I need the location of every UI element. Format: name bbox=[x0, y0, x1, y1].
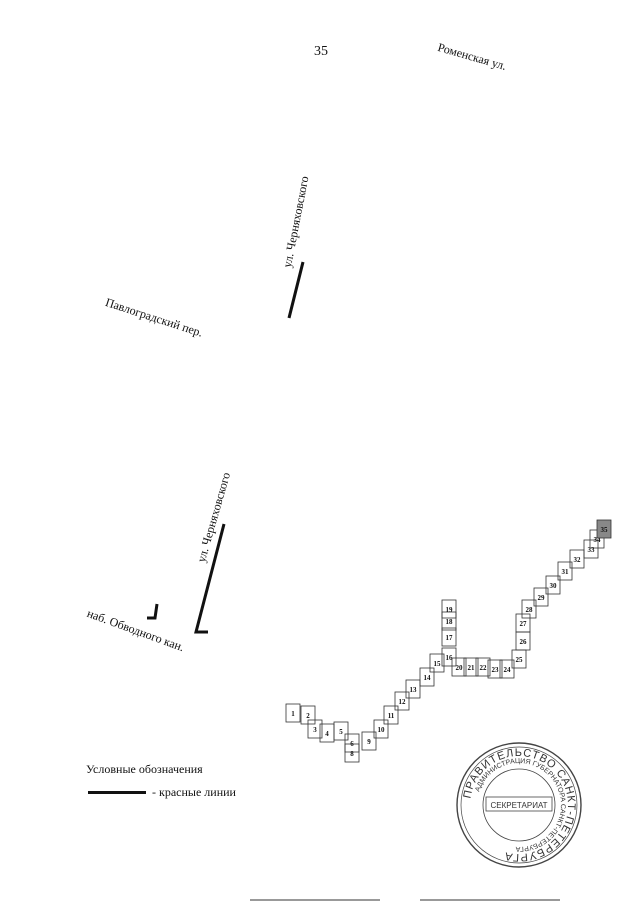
plot-tile-24: 24 bbox=[499, 659, 515, 679]
plot-tile-11: 11 bbox=[383, 705, 399, 725]
plot-tile-31: 31 bbox=[557, 561, 573, 581]
legend-label-red-lines: - красные линии bbox=[152, 785, 236, 799]
plot-tile-label: 18 bbox=[446, 618, 454, 626]
plot-tile-label: 13 bbox=[410, 686, 418, 694]
plot-tile-label: 34 bbox=[594, 536, 602, 544]
plot-tile-35: 35 bbox=[596, 519, 612, 539]
plot-tile-label: 26 bbox=[520, 638, 528, 646]
plot-tile-label: 3 bbox=[313, 726, 317, 734]
seal-stamp: ПРАВИТЕЛЬСТВО САНКТ-ПЕТЕРБУРГА АДМИНИСТР… bbox=[456, 742, 582, 868]
red-line-chernyakhovskogo-top bbox=[287, 261, 305, 319]
plot-tile-26: 26 bbox=[515, 631, 531, 651]
legend-title: Условные обозначения bbox=[86, 762, 203, 776]
plot-tile-label: 33 bbox=[588, 546, 596, 554]
legend-item-red-lines: - красные линии bbox=[88, 785, 236, 800]
plot-tile-1: 1 bbox=[285, 703, 301, 723]
plot-tile-label: 9 bbox=[367, 738, 371, 746]
plot-tile-15: 15 bbox=[429, 653, 445, 673]
plot-tile-10: 10 bbox=[373, 719, 389, 739]
red-line-chernyakhovskogo-bottom bbox=[194, 523, 226, 634]
plot-tile-label: 15 bbox=[434, 660, 442, 668]
plot-tile-label: 10 bbox=[378, 726, 386, 734]
plot-tile-16: 16 bbox=[441, 647, 457, 667]
plot-tile-label: 28 bbox=[526, 606, 534, 614]
plot-tile-label: 23 bbox=[492, 666, 500, 674]
plot-tile-33: 33 bbox=[583, 539, 599, 559]
plot-tile-20: 20 bbox=[451, 657, 467, 677]
legend-line-symbol bbox=[88, 791, 146, 794]
plot-tile-23: 23 bbox=[487, 659, 503, 679]
svg-text:СЕКРЕТАРИАТ: СЕКРЕТАРИАТ bbox=[490, 801, 547, 810]
plot-tile-27: 27 bbox=[515, 613, 531, 633]
plot-tile-label: 35 bbox=[601, 526, 609, 534]
plot-tile-label: 12 bbox=[399, 698, 407, 706]
plot-tile-8: 8 bbox=[344, 743, 360, 763]
plot-tile-12: 12 bbox=[394, 691, 410, 711]
plot-tile-label: 31 bbox=[562, 568, 570, 576]
plot-tile-28: 28 bbox=[521, 599, 537, 619]
plot-tile-label: 5 bbox=[339, 728, 343, 736]
plot-tile-label: 1 bbox=[291, 710, 295, 718]
plot-tile-label: 8 bbox=[350, 750, 354, 758]
plot-tile-18: 18 bbox=[441, 611, 457, 631]
plot-tile-label: 25 bbox=[516, 656, 524, 664]
plot-tile-label: 30 bbox=[550, 582, 558, 590]
plot-tile-22: 22 bbox=[475, 657, 491, 677]
plot-tile-label: 29 bbox=[538, 594, 546, 602]
plot-tile-30: 30 bbox=[545, 575, 561, 595]
plot-tile-label: 21 bbox=[468, 664, 476, 672]
plot-tile-17: 17 bbox=[441, 627, 457, 647]
plot-tile-label: 19 bbox=[446, 606, 454, 614]
plot-tile-label: 17 bbox=[446, 634, 454, 642]
plot-tile-label: 4 bbox=[325, 730, 329, 738]
plot-tile-label: 16 bbox=[446, 654, 454, 662]
plot-tile-label: 27 bbox=[520, 620, 528, 628]
plot-tile-5: 5 bbox=[333, 721, 349, 741]
plot-tile-label: 32 bbox=[574, 556, 582, 564]
plot-tile-label: 2 bbox=[306, 712, 310, 720]
plot-tile-14: 14 bbox=[419, 667, 435, 687]
plot-tile-label: 20 bbox=[456, 664, 464, 672]
plot-tile-21: 21 bbox=[463, 657, 479, 677]
red-line-obvodny bbox=[147, 603, 159, 620]
plot-tile-32: 32 bbox=[569, 549, 585, 569]
plot-tile-label: 14 bbox=[424, 674, 432, 682]
plot-tile-label: 22 bbox=[480, 664, 488, 672]
plot-tile-9: 9 bbox=[361, 731, 377, 751]
plot-tile-label: 24 bbox=[504, 666, 512, 674]
page-number: 35 bbox=[314, 44, 328, 59]
plot-tile-label: 11 bbox=[388, 712, 395, 720]
plot-tile-19: 19 bbox=[441, 599, 457, 619]
plot-tile-3: 3 bbox=[307, 719, 323, 739]
plot-tile-29: 29 bbox=[533, 587, 549, 607]
plot-tile-13: 13 bbox=[405, 679, 421, 699]
